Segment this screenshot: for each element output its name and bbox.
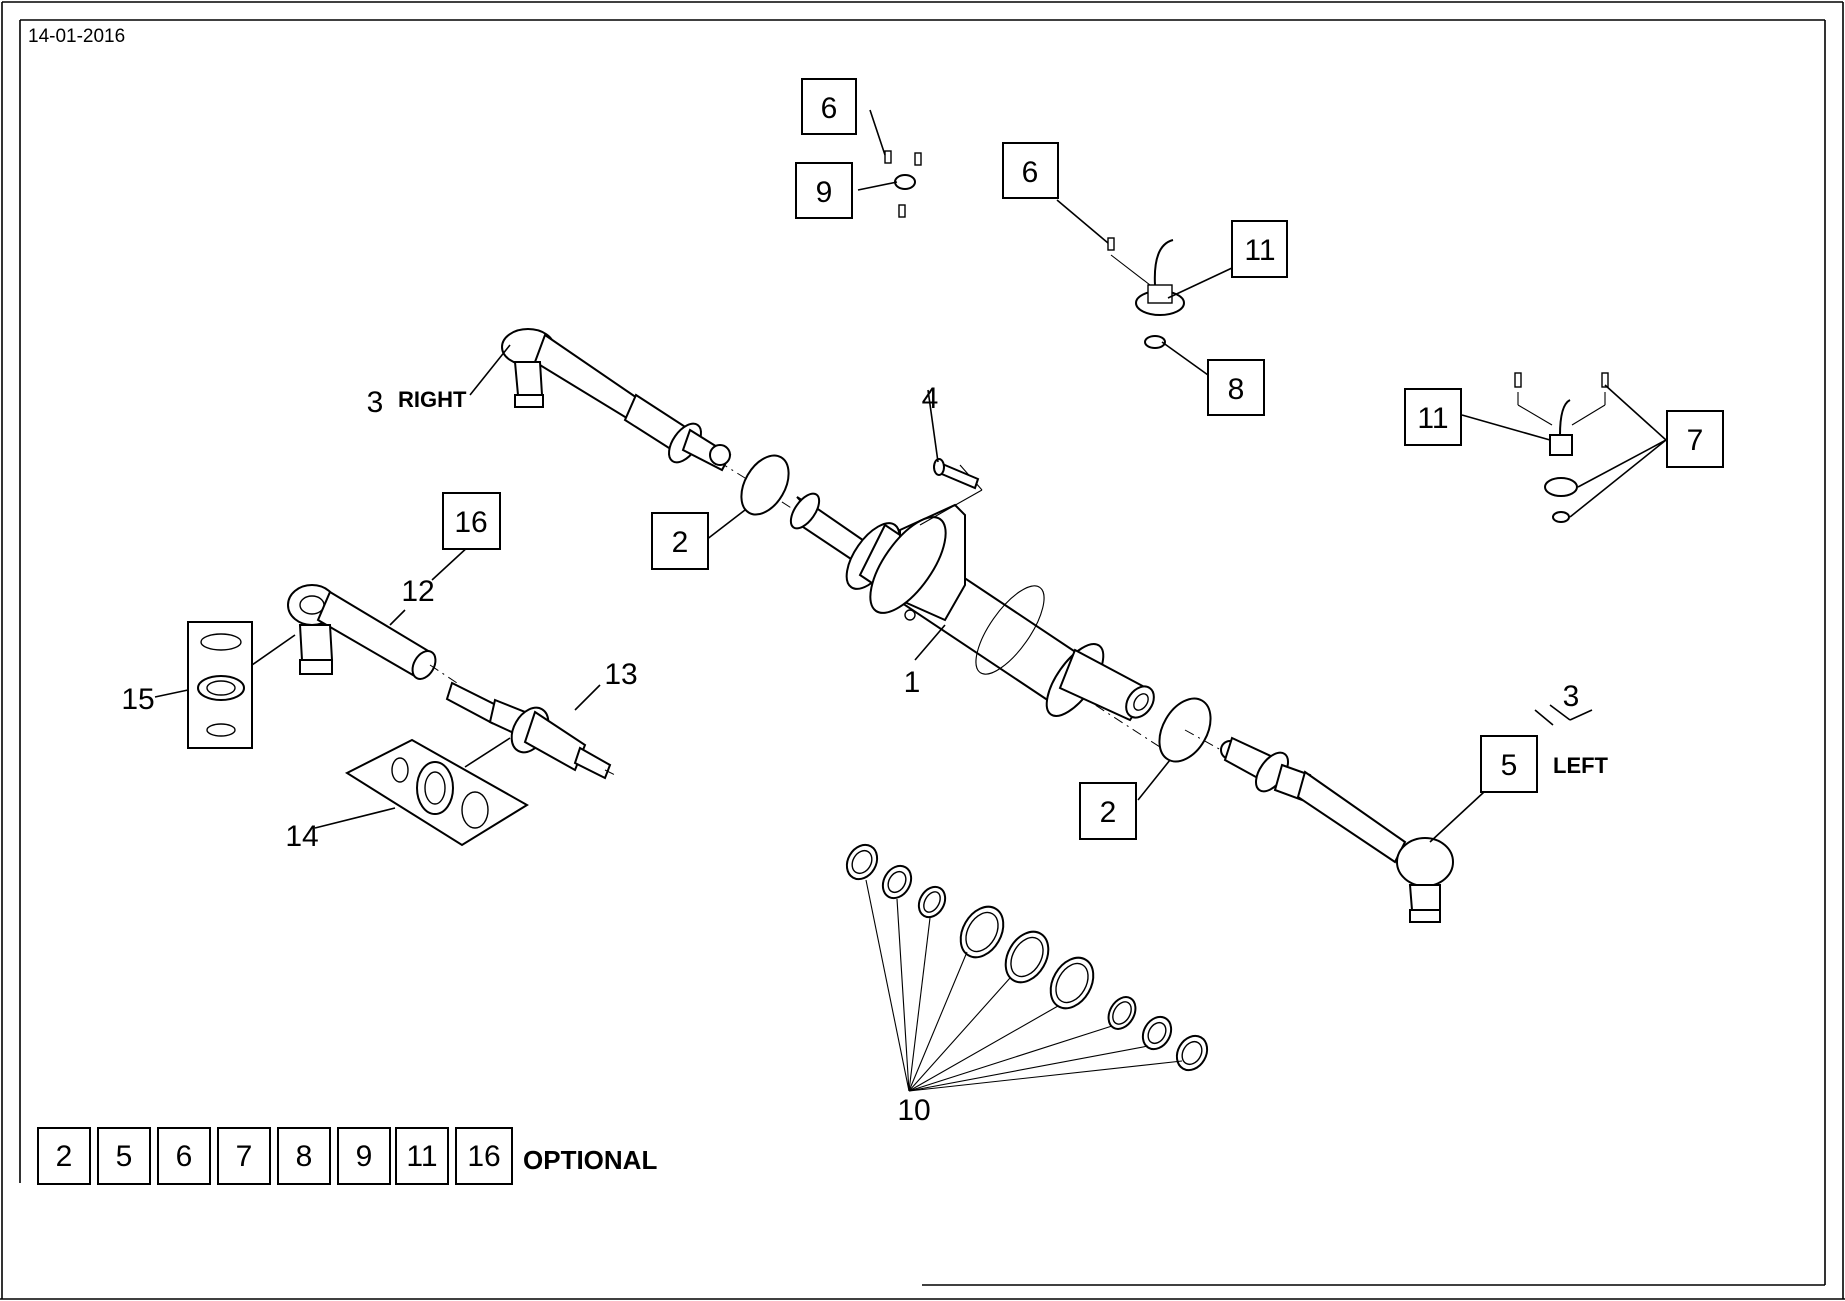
callout-5: 5	[1501, 749, 1518, 782]
drawing-date: 14-01-2016	[28, 26, 126, 47]
callout-14: 14	[285, 820, 318, 853]
kit-15-box	[187, 621, 253, 749]
callout-2b: 2	[1100, 796, 1117, 829]
legend-item: 16	[467, 1140, 500, 1173]
legend-item: 7	[236, 1140, 253, 1173]
tie-rod-left	[1184, 729, 1454, 923]
callout-box-6a	[801, 78, 857, 135]
callout-12: 12	[401, 575, 434, 608]
callout-9: 9	[816, 176, 833, 209]
callout-box-6b	[1002, 142, 1059, 199]
bolt-4	[919, 458, 983, 526]
callout-1: 1	[904, 666, 921, 699]
callout-10: 10	[897, 1094, 930, 1127]
steering-cylinder	[744, 477, 1181, 761]
tie-rod-eye-end	[287, 584, 461, 686]
label-left: LEFT	[1553, 753, 1609, 778]
callout-box-8	[1207, 359, 1265, 416]
callout-16: 16	[454, 506, 487, 539]
callout-15: 15	[121, 683, 154, 716]
legend-box	[157, 1127, 211, 1185]
legend-item: 5	[116, 1140, 133, 1173]
kit-14-box	[344, 738, 529, 847]
legend-box	[277, 1127, 331, 1185]
legend-item: 8	[296, 1140, 313, 1173]
legend-box	[217, 1127, 271, 1185]
optional-legend: 2 5 6 7 8 9 11 16 OPTIONAL	[37, 1127, 657, 1185]
callout-box-11b	[1404, 388, 1462, 446]
legend-item: 11	[406, 1140, 437, 1173]
seal-rings-10	[845, 843, 1209, 1092]
legend-box	[37, 1127, 91, 1185]
callout-7: 7	[1687, 424, 1704, 457]
callout-box-16	[442, 492, 501, 550]
legend-item: 9	[356, 1140, 373, 1173]
leader-lines	[154, 109, 1667, 843]
legend-box	[97, 1127, 151, 1185]
callout-11a: 11	[1244, 234, 1275, 267]
callout-box-5	[1480, 735, 1538, 793]
callout-box-9	[795, 162, 853, 219]
o-ring-2a	[740, 454, 790, 516]
callout-11b: 11	[1417, 402, 1448, 435]
legend-box	[395, 1127, 449, 1185]
screw-group-9	[884, 150, 922, 218]
callout-2a: 2	[672, 526, 689, 559]
label-right: RIGHT	[398, 387, 467, 412]
legend-box	[337, 1127, 391, 1185]
callout-4: 4	[922, 382, 939, 415]
callout-3-left: 3	[1563, 680, 1580, 713]
tie-rod-right	[501, 328, 746, 479]
inner-ball-joint	[445, 681, 616, 780]
callout-box-2a	[651, 512, 709, 570]
legend-box	[455, 1127, 513, 1185]
callout-3-right: 3	[367, 386, 384, 419]
legend-item: 6	[176, 1140, 193, 1173]
sensor-upper	[1107, 237, 1185, 349]
sensor-side	[1514, 372, 1609, 523]
callout-box-7	[1666, 410, 1724, 468]
callout-13: 13	[604, 658, 637, 691]
callout-box-11a	[1231, 220, 1288, 278]
legend-item: 2	[56, 1140, 73, 1173]
optional-label: OPTIONAL	[523, 1145, 657, 1175]
callout-8: 8	[1228, 373, 1245, 406]
callout-6b: 6	[1022, 156, 1039, 189]
callout-6a: 6	[821, 92, 838, 125]
callout-box-2b	[1079, 782, 1137, 840]
